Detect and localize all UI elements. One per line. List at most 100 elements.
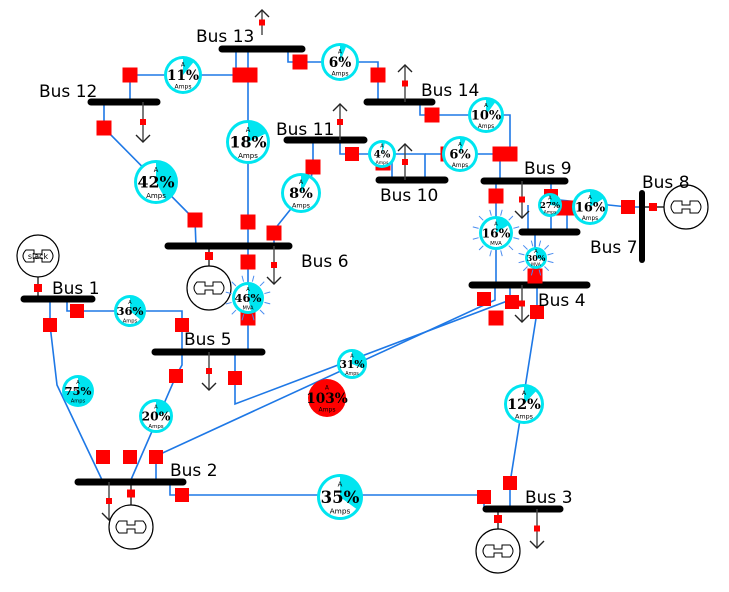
circuit-breaker[interactable]: [505, 295, 519, 309]
gauge-unit: Amps: [331, 71, 348, 78]
load-breaker[interactable]: [519, 196, 525, 203]
generator-breaker[interactable]: [649, 203, 657, 211]
generator-breaker[interactable]: [34, 284, 42, 292]
gauge-header: A: [534, 249, 538, 255]
branch-line-20[interactable]: [49, 299, 104, 483]
gauge-header: A: [181, 62, 185, 68]
flow-gauge[interactable]: A6%Amps: [442, 136, 478, 172]
gauge-percent: 36%: [117, 304, 144, 318]
circuit-breaker[interactable]: [175, 318, 189, 332]
circuit-breaker[interactable]: [621, 200, 635, 214]
circuit-breaker[interactable]: [305, 159, 321, 175]
load-breaker[interactable]: [402, 80, 408, 87]
gauge-percent: 11%: [167, 68, 199, 84]
flow-gauge[interactable]: A75%Amps: [62, 375, 94, 407]
circuit-breaker[interactable]: [43, 318, 57, 332]
flow-gauge[interactable]: A16%Amps: [572, 189, 608, 225]
flow-gauge[interactable]: A18%Amps: [226, 120, 270, 164]
gauge-unit: Amps: [515, 412, 534, 420]
circuit-breaker[interactable]: [477, 490, 491, 504]
circuit-breaker[interactable]: [175, 488, 189, 502]
circuit-breaker[interactable]: [266, 225, 282, 241]
circuit-breaker[interactable]: [96, 450, 110, 464]
circuit-breaker[interactable]: [492, 146, 518, 162]
gauge-header: A: [522, 390, 527, 397]
gauge-empty-arc: [445, 139, 475, 169]
circuit-breaker[interactable]: [228, 371, 242, 385]
circuit-breaker[interactable]: [122, 67, 138, 83]
gauge-empty-arc: [371, 143, 393, 165]
gauge-header: A: [128, 300, 132, 306]
generator-icon-bus1[interactable]: slack: [16, 234, 60, 299]
generator-breaker[interactable]: [205, 252, 213, 260]
gauge-percent: 46%: [235, 291, 262, 305]
load-breaker[interactable]: [271, 262, 277, 268]
circuit-breaker[interactable]: [530, 305, 544, 319]
gauge-percent: 35%: [321, 487, 360, 507]
generator-icon-bus3[interactable]: [475, 509, 521, 574]
gauge-unit: MVA: [490, 241, 502, 247]
flow-gauge[interactable]: A30%MVA: [518, 240, 554, 276]
circuit-breaker[interactable]: [240, 310, 256, 326]
gauge-unit: Amps: [123, 319, 138, 325]
circuit-breaker[interactable]: [477, 292, 491, 306]
flow-gauge[interactable]: A16%MVA: [472, 209, 520, 257]
flow-gauge[interactable]: A31%Amps: [337, 349, 367, 379]
circuit-breaker[interactable]: [527, 268, 543, 284]
branch-line-5[interactable]: [419, 102, 511, 150]
generator-breaker[interactable]: [494, 515, 502, 523]
generator-icon-bus2[interactable]: [108, 482, 154, 550]
bus-label-bus7: Bus 7: [590, 238, 638, 258]
load-breaker[interactable]: [206, 368, 212, 374]
branch-line-23[interactable]: [234, 285, 511, 406]
bus-label-bus13: Bus 13: [196, 27, 254, 47]
load-breaker[interactable]: [337, 119, 343, 125]
circuit-breaker[interactable]: [345, 147, 359, 161]
load-breaker[interactable]: [106, 498, 112, 504]
generator-icon-bus8[interactable]: [642, 184, 709, 230]
gauge-unit: MVA: [531, 262, 542, 268]
flow-gauge[interactable]: A35%Amps: [317, 474, 363, 520]
flow-gauge[interactable]: A8%Amps: [281, 173, 321, 213]
circuit-breaker[interactable]: [292, 54, 308, 70]
circuit-breaker[interactable]: [96, 120, 112, 136]
gauge-header: A: [246, 126, 251, 134]
gauge-header: A: [299, 179, 304, 186]
load-breaker[interactable]: [259, 19, 265, 26]
flow-gauge[interactable]: A27%Amps: [538, 193, 562, 217]
circuit-breaker[interactable]: [187, 212, 203, 228]
load-arrow-icon: [529, 509, 545, 549]
flow-gauge[interactable]: A4%Amps: [368, 140, 396, 168]
flow-gauge[interactable]: A12%Amps: [504, 384, 544, 424]
circuit-breaker[interactable]: [70, 304, 84, 318]
flow-gauge[interactable]: A46%MVA: [225, 275, 271, 321]
flow-gauge[interactable]: A11%Amps: [164, 56, 202, 94]
circuit-breaker[interactable]: [240, 214, 256, 230]
branch-line-22[interactable]: [155, 285, 496, 482]
circuit-breaker[interactable]: [169, 369, 183, 383]
generator-icon-bus6[interactable]: [186, 246, 232, 311]
load-breaker[interactable]: [534, 525, 540, 532]
flow-gauge[interactable]: A36%Amps: [114, 295, 146, 327]
load-breaker[interactable]: [402, 159, 408, 165]
circuit-breaker[interactable]: [123, 450, 137, 464]
circuit-breaker[interactable]: [370, 67, 386, 83]
load-breaker[interactable]: [140, 119, 146, 125]
circuit-breaker[interactable]: [240, 254, 256, 270]
load-arrow-icon: [514, 181, 530, 219]
flow-gauge[interactable]: A6%Amps: [321, 43, 359, 81]
generator-breaker[interactable]: [127, 489, 135, 498]
load-breaker[interactable]: [519, 300, 525, 307]
gauge-empty-arc: [320, 477, 357, 518]
circuit-breaker[interactable]: [424, 107, 440, 123]
flow-gauge[interactable]: A42%Amps: [134, 160, 178, 204]
flow-gauge[interactable]: A10%Amps: [468, 97, 504, 133]
flow-gauge[interactable]: A20%Amps: [139, 399, 173, 433]
circuit-breaker[interactable]: [149, 450, 163, 464]
circuit-breaker[interactable]: [488, 188, 504, 204]
circuit-breaker[interactable]: [488, 310, 504, 326]
circuit-breaker[interactable]: [232, 67, 258, 83]
circuit-breaker[interactable]: [503, 476, 517, 490]
